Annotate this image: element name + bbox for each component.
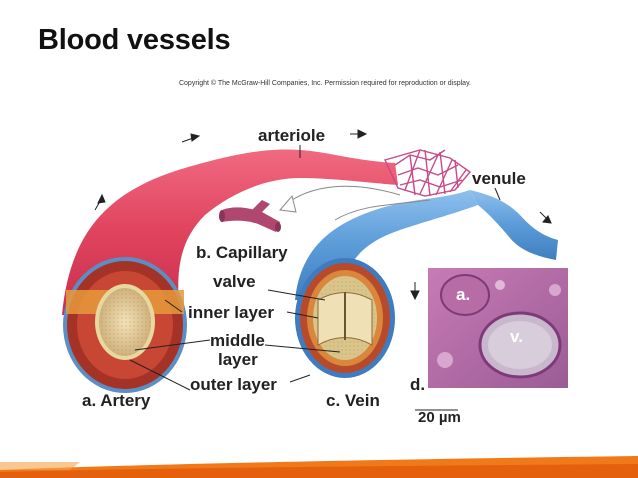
label-vein: c. Vein: [326, 391, 380, 410]
label-capillary: b. Capillary: [196, 243, 288, 262]
label-middle-layer-line1: middle: [210, 331, 265, 350]
label-middle-layer-line2: layer: [218, 350, 258, 369]
label-micro-artery: a.: [456, 285, 470, 304]
copyright-notice: Copyright © The McGraw-Hill Companies, I…: [178, 80, 471, 87]
label-scale-bar: 20 µm: [418, 409, 461, 426]
artery-cross-section: [63, 257, 187, 393]
label-venule: venule: [472, 169, 526, 188]
label-inner-layer: inner layer: [188, 303, 274, 322]
micrograph: [428, 268, 568, 388]
slide-title: Blood vessels: [38, 24, 231, 56]
label-arteriole: arteriole: [258, 126, 325, 145]
label-micrograph: d.: [410, 375, 425, 394]
label-outer-layer: outer layer: [190, 375, 277, 394]
label-artery: a. Artery: [82, 391, 151, 410]
vein-cross-section: [295, 258, 395, 378]
leader-lines: [129, 145, 501, 411]
label-valve: valve: [213, 272, 256, 291]
capillary-segment: [219, 200, 281, 232]
label-micro-vein: v.: [510, 327, 523, 346]
flow-arrows: [94, 129, 552, 301]
footer-decoration: [0, 456, 638, 478]
capillary-network: [384, 149, 472, 197]
